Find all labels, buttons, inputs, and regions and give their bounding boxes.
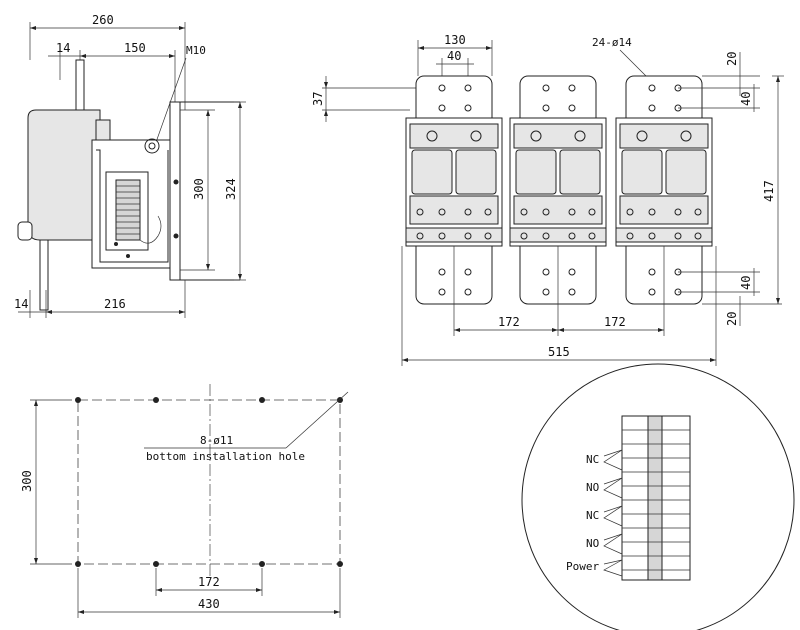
terminal-label-nc-2: NC	[586, 509, 599, 522]
terminal-detail: NC NO NC NO Power	[521, 363, 795, 630]
terminal-label-no-2: NO	[586, 537, 599, 550]
side-terminal-strips	[116, 185, 140, 235]
terminal-rows	[622, 429, 690, 571]
side-view: 260 14 150 M10	[14, 13, 246, 318]
dim-300-side: 300	[192, 178, 206, 200]
dim-37: 37	[311, 92, 325, 106]
dim-260: 260	[92, 13, 114, 27]
dim-20-bottom: 20	[725, 312, 739, 326]
dim-216: 216	[104, 297, 126, 311]
dim-172-a: 172	[498, 315, 520, 329]
dim-14-top: 14	[56, 41, 70, 55]
dim-430: 430	[198, 597, 220, 611]
pole-1	[405, 75, 503, 305]
terminal-label-nc-1: NC	[586, 453, 599, 466]
label-24-holes: 24-ø14	[592, 36, 632, 49]
dim-130: 130	[444, 33, 466, 47]
label-8-holes: 8-ø11	[200, 434, 233, 447]
label-m10: M10	[186, 44, 206, 57]
pole-2	[509, 75, 607, 305]
label-bottom-install: bottom installation hole	[146, 450, 305, 463]
dim-20-top: 20	[725, 52, 739, 66]
terminal-label-power: Power	[566, 560, 599, 573]
terminal-label-no-1: NO	[586, 481, 599, 494]
pole-3	[615, 75, 713, 305]
bottom-view: 8-ø11 bottom installation hole 300 172 4…	[20, 384, 349, 618]
dim-40-right-top: 40	[739, 92, 753, 106]
dim-150: 150	[124, 41, 146, 55]
dim-417: 417	[762, 180, 776, 202]
dim-40-right-bottom: 40	[739, 276, 753, 290]
front-view: 37 130 40 24-ø14	[311, 33, 784, 366]
dim-14-bottom: 14	[14, 297, 28, 311]
dim-324: 324	[224, 178, 238, 200]
dim-172-bottom: 172	[198, 575, 220, 589]
dim-40-top: 40	[447, 49, 461, 63]
dim-172-b: 172	[604, 315, 626, 329]
dim-300-bottom: 300	[20, 470, 34, 492]
dim-515: 515	[548, 345, 570, 359]
